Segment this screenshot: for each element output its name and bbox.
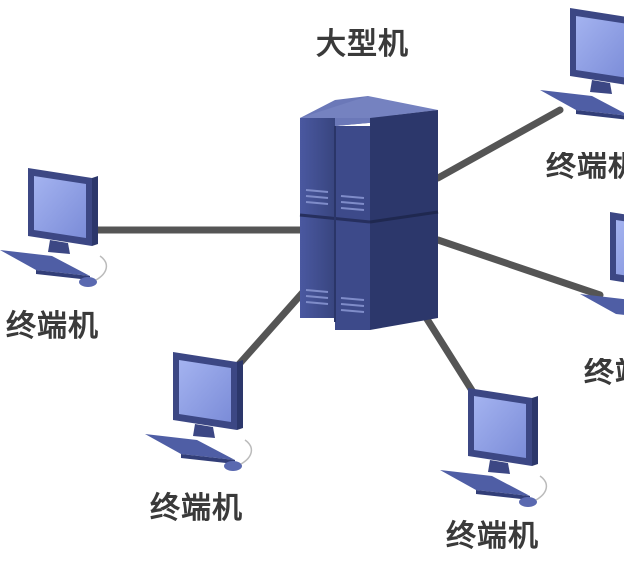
- terminal-label-right: 终端机: [584, 358, 624, 388]
- terminal-label-bottom-left: 终端机: [150, 491, 243, 526]
- terminal-label-bottom-right: 终端机: [446, 519, 539, 554]
- mainframe-server: [299, 96, 439, 330]
- terminal-label-left: 终端机: [6, 309, 99, 344]
- terminal-top-right: [540, 8, 624, 120]
- link-top-right-terminal: [434, 106, 564, 182]
- terminal-left: [0, 168, 108, 287]
- terminal-label-top-right: 终端机: [546, 152, 624, 182]
- terminal-right: [580, 212, 624, 315]
- terminal-bottom-right: [440, 388, 548, 507]
- terminal-bottom-left: [145, 352, 253, 471]
- link-right-terminal: [434, 236, 604, 299]
- mainframe-label: 大型机: [316, 27, 409, 62]
